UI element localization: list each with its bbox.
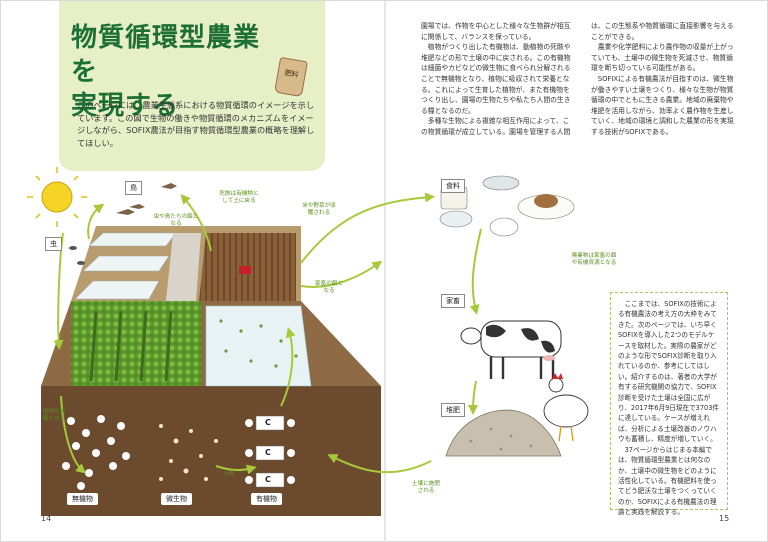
sun-icon	[27, 167, 87, 227]
paragraph: 園場では、作物を中心とした様々な生物群が相互に関係して、バランスを保っている。	[421, 22, 571, 41]
insect-tag: 虫	[45, 237, 62, 251]
plowed-field	[199, 233, 296, 301]
carbon-letter-2: C	[265, 448, 271, 457]
title-line-2: 実現する	[71, 91, 180, 121]
bag-label: 肥料	[283, 68, 300, 80]
arrow-decompose	[215, 464, 257, 475]
arrow-food-to-livestock	[469, 228, 482, 315]
title-line-1: 物質循環型農業を	[71, 23, 261, 87]
paragraph: SOFIXによる有機農法が目指すのは、微生物が働きやすい土壌をつくり、様々な生物…	[591, 74, 734, 136]
paragraph: 農業や化学肥料により農作物の収量が上がっていても、土壌中の微生物を死滅させ、物質…	[591, 43, 734, 73]
right-text-column-2: は、この生態系や物質循環に直接影響を与えることができる。 農業や化学肥料により農…	[591, 21, 739, 138]
cow-icon	[460, 320, 562, 379]
note-box: ここまでは、SOFIXの技術による有機農法の考え方の大枠をみてきた。次のページで…	[610, 292, 728, 516]
carbon-letter-1: C	[265, 418, 271, 427]
label-rice-veg-harvest: 米や野菜が収穫される	[302, 203, 336, 216]
label-insect-bird-food: 虫や鳥たちの餌となる	[153, 214, 199, 227]
label-waste-feed: 廃棄物は家畜の餌や有機資源となる	[571, 253, 617, 266]
microbe-tag: 微生物	[161, 493, 192, 505]
farm-field	[71, 226, 301, 301]
insect-icon	[69, 246, 85, 265]
paddy-field	[205, 305, 312, 387]
vegetable-field	[71, 301, 201, 386]
page-gutter	[384, 1, 386, 542]
label-decompose: 分解	[223, 471, 235, 477]
label-livestock-feed: 家畜の餌となる	[315, 281, 343, 294]
arrow-livestock-to-compost	[468, 380, 479, 415]
compost-tag: 堆肥	[441, 403, 465, 417]
chicken-icon	[543, 373, 589, 442]
intro-text: このページには、農業生態系における物質循環のイメージを示しています。この図で生物…	[77, 100, 315, 148]
livestock-tag: 家畜	[441, 294, 465, 308]
page-title: 物質循環型農業を 実現する	[71, 21, 271, 123]
bird-tag: 鳥	[125, 181, 142, 195]
page-number-right: 15	[719, 514, 730, 523]
food-tag: 食料	[441, 179, 465, 193]
microbe-particles	[159, 424, 218, 481]
arrow-plant-nutrient	[60, 395, 87, 474]
right-text-column-1: 園場では、作物を中心とした様々な生物群が相互に関係して、バランスを保っている。 …	[421, 21, 576, 138]
arrow-insect-to-bird	[87, 203, 105, 240]
box-paragraph: 37ページからはじまる本編では、物質循環型農業とは何なのか、土壌中の微生物をどの…	[618, 445, 717, 517]
page-number-left: 14	[41, 514, 52, 523]
greenhouse-icon	[74, 232, 177, 300]
paragraph: 多種な生物による複雑な相互作用によって、この物質循環が成立している。園場を管理す…	[421, 117, 571, 136]
paragraph: は、この生態系や物質循環に直接影響を与えることができる。	[591, 22, 734, 41]
organic-tag: 有機物	[251, 493, 282, 505]
label-dead-to-soil: 死骸は有機物として土に戻る	[219, 191, 259, 204]
paragraph: 植物がつくり出した有機物は、動植物の死骸や堆肥などの形で土壌の中に戻される。この…	[421, 43, 571, 115]
label-return-soil: 土壌に施肥される	[412, 481, 440, 494]
arrow-soil-up	[280, 327, 296, 407]
carbon-letter-3: C	[265, 475, 271, 484]
box-paragraph: ここまでは、SOFIXの技術による有機農法の考え方の大枠をみてきた。次のページで…	[618, 300, 720, 444]
arrow-compost-to-soil	[327, 454, 432, 474]
inorganic-tag: 無機物	[67, 493, 98, 505]
label-plant-nutrient: 植物の栄養となる	[42, 409, 66, 422]
inorganic-particles	[62, 415, 130, 490]
tractor-icon	[239, 266, 251, 274]
